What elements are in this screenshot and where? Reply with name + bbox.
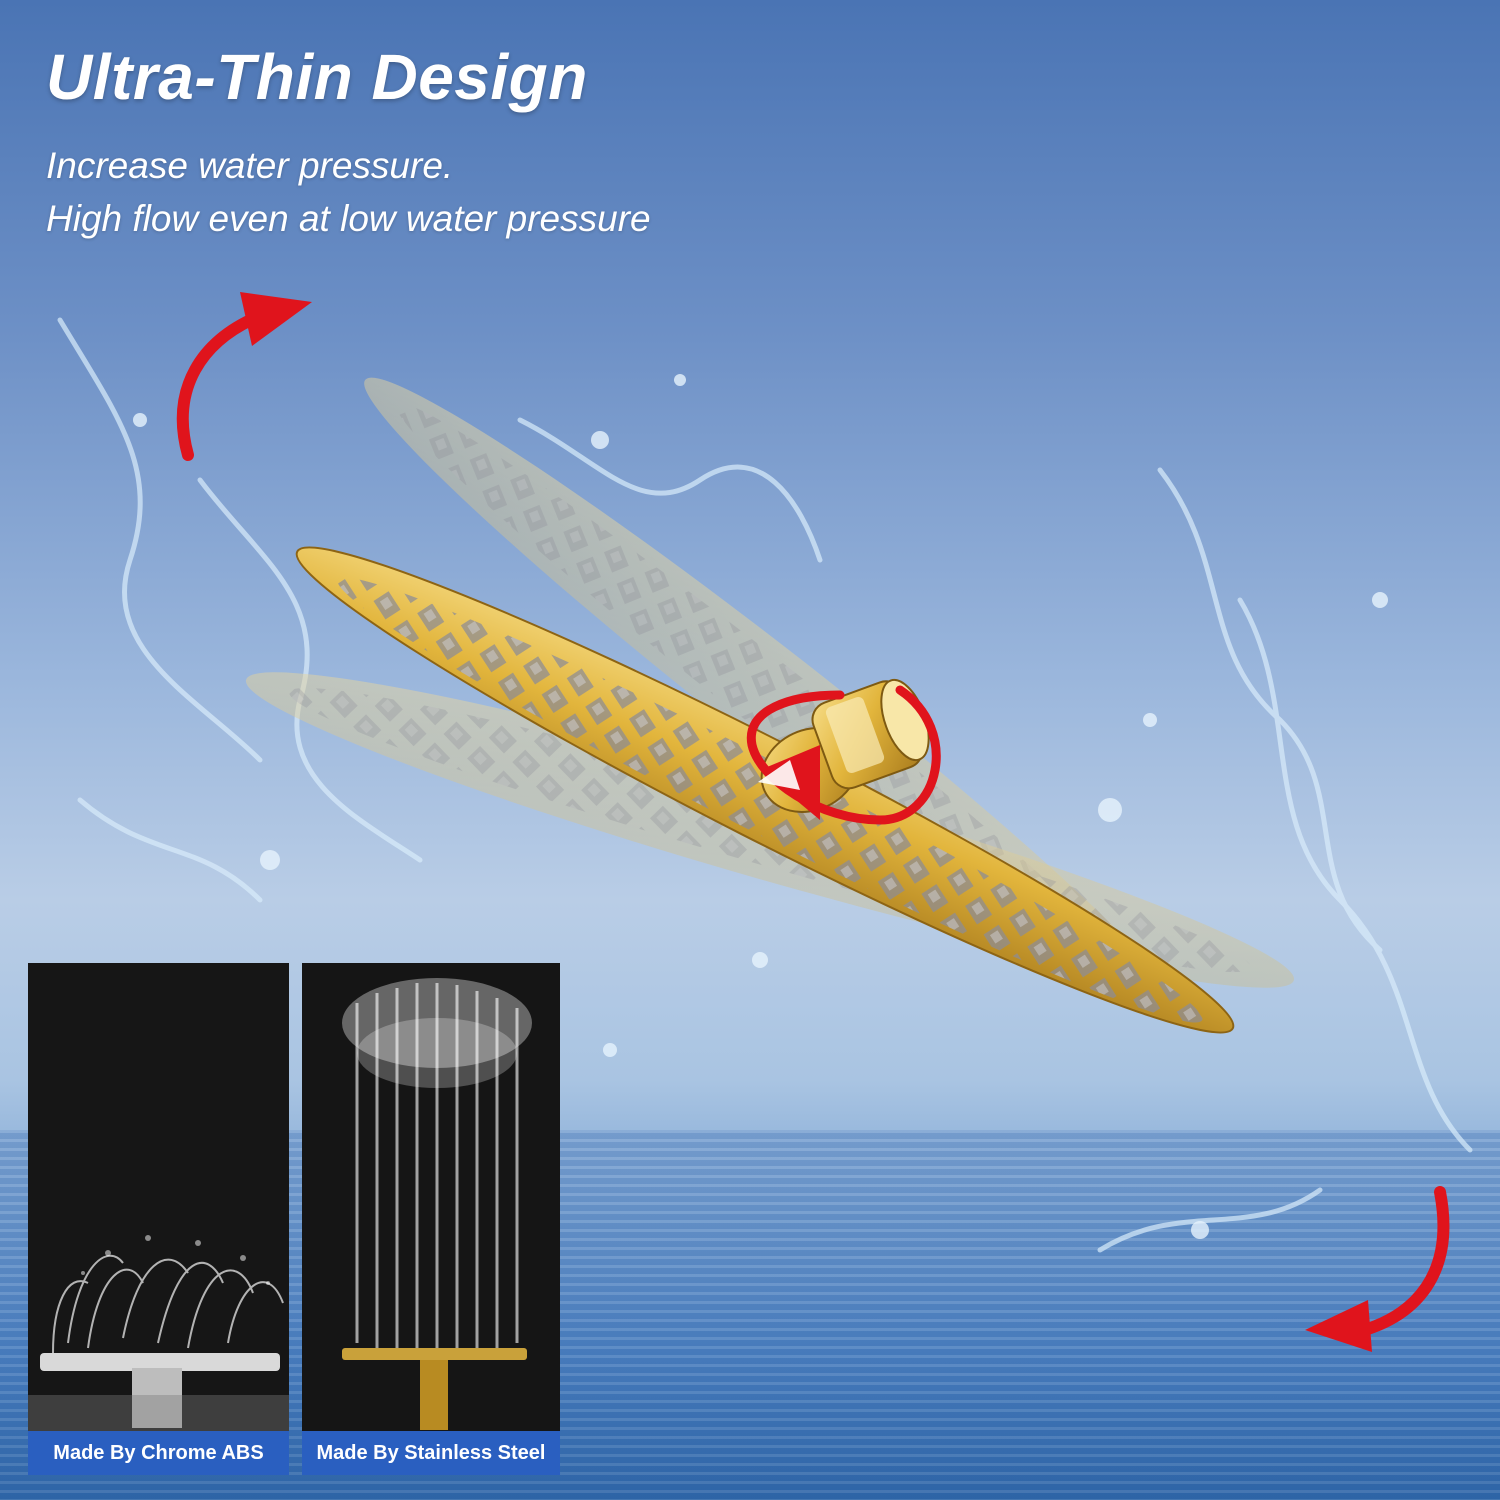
headline: Ultra-Thin Design: [46, 41, 588, 113]
rotate-arrow-icon: [1305, 1186, 1450, 1352]
water-splash: [57, 317, 1473, 1253]
weak-spray-photo: [28, 963, 289, 1475]
water-droplets: [133, 374, 1388, 1239]
caption-stainless-steel: Made By Stainless Steel: [302, 1431, 560, 1475]
strong-spray-photo: [302, 963, 560, 1475]
comparison-panel-chrome-abs: Made By Chrome ABS: [28, 963, 289, 1475]
subtitle-line-2: High flow even at low water pressure: [46, 198, 651, 239]
comparison-panel-stainless-steel: Made By Stainless Steel: [302, 963, 560, 1475]
subtitle-line-1: Increase water pressure.: [46, 145, 454, 186]
caption-chrome-abs: Made By Chrome ABS: [28, 1431, 289, 1475]
swivel-arrow-icon: [746, 685, 941, 825]
rotate-arrow-icon: [176, 292, 312, 461]
